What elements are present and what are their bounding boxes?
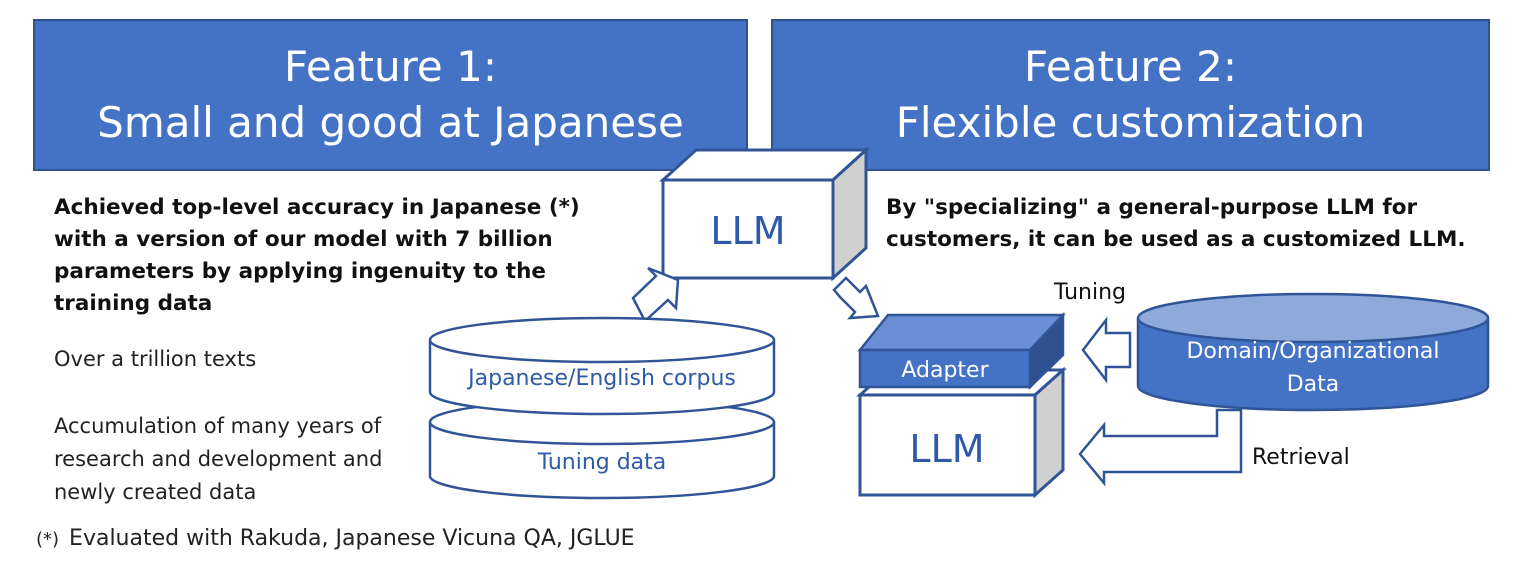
llm-top-label: LLM <box>710 209 785 253</box>
feature-2-banner: Feature 2: Flexible customization <box>771 19 1490 171</box>
tuning-data-label: Tuning data <box>537 450 667 475</box>
llm-top-cube-front-face <box>661 178 835 280</box>
corpus-cylinder: Japanese/English corpus <box>428 316 776 416</box>
llm-bottom-label: LLM <box>909 427 984 471</box>
arrow-to-llm-icon <box>631 266 680 324</box>
domain-data-label-line2: Data <box>1287 372 1340 397</box>
footnote: (*) Evaluated with Rakuda, Japanese Vicun… <box>36 522 635 556</box>
llm-top-cube: LLM <box>659 146 870 282</box>
tuning-arrow-icon <box>1081 316 1132 384</box>
feature-1-banner: Feature 1: Small and good at Japanese <box>33 19 748 171</box>
feature-1-title-line1: Feature 1: <box>284 42 497 91</box>
corpus-label: Japanese/English corpus <box>466 366 736 391</box>
arrow-to-adapter-icon <box>832 276 880 320</box>
footnote-mark: (*) <box>36 529 60 550</box>
domain-data-cylinder: Domain/Organizational Data <box>1136 292 1490 412</box>
adapter-label: Adapter <box>901 358 989 383</box>
accumulation-text: Accumulation of many years of research a… <box>54 414 383 504</box>
llm-top-cube-top-face <box>659 148 870 182</box>
domain-data-label-line1: Domain/Organizational <box>1186 339 1439 364</box>
retrieval-arrow-icon <box>1078 408 1243 487</box>
footnote-text: Evaluated with Rakuda, Japanese Vicuna Q… <box>69 526 635 551</box>
feature-1-title-line2: Small and good at Japanese <box>97 98 684 147</box>
trillion-texts-text: Over a trillion texts <box>54 347 257 371</box>
adapter-block: Adapter <box>857 311 1066 390</box>
feature-2-title-line1: Feature 2: <box>1024 42 1237 91</box>
feature-2-description: By "specializing" a general-purpose LLM … <box>886 195 1466 252</box>
retrieval-label: Retrieval <box>1252 445 1350 470</box>
llm-bottom-cube: LLM <box>856 366 1067 499</box>
feature-1-description: Achieved top-level accuracy in Japanese … <box>54 195 580 316</box>
tuning-data-cylinder: Tuning data <box>428 398 776 500</box>
tuning-label: Tuning <box>1053 280 1126 305</box>
feature-2-title-line2: Flexible customization <box>895 98 1366 147</box>
